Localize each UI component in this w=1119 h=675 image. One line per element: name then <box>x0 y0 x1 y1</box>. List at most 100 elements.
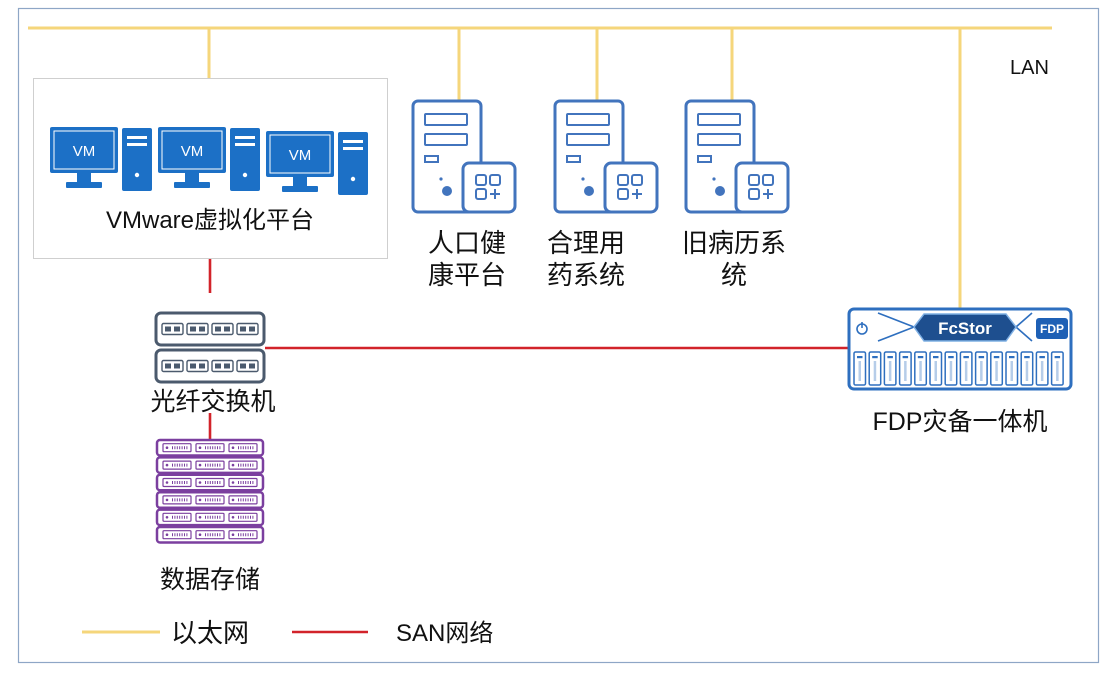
backup-appliance-icon: FcStor FDP <box>847 307 1073 391</box>
fiber-switch: 光纤交换机 <box>150 311 276 416</box>
switch-port-icon <box>211 322 234 336</box>
vm-monitor-icon <box>158 127 226 173</box>
switch-port-icon <box>211 359 234 373</box>
bay-handle <box>904 361 907 381</box>
vm-workstation-icon: VM <box>50 127 152 191</box>
switch-unit <box>154 311 266 347</box>
fdp-badge-text: FDP <box>1040 322 1064 336</box>
fdp-appliance: FcStor FDP FDP灾备一体机 <box>847 307 1073 436</box>
bay-handle <box>949 361 953 381</box>
data-storage-label: 数据存储 <box>160 566 260 594</box>
switch-port-icon <box>161 359 184 373</box>
application-server-icon <box>553 99 659 214</box>
appliance-bay-icon <box>974 351 988 386</box>
data-storage: 数据存储 <box>155 438 265 594</box>
appliance-bay-icon <box>868 351 882 386</box>
bay-led <box>902 356 909 359</box>
disk-led <box>231 533 235 536</box>
bay-handle <box>980 361 983 381</box>
application-server-icon <box>411 99 517 214</box>
appliance-bay-icon <box>990 351 1004 386</box>
fiber-switch-label: 光纤交换机 <box>150 388 275 416</box>
disk-led <box>198 516 202 519</box>
legend: 以太网 SAN网络 <box>82 618 493 648</box>
vm-workstation-icon: VM <box>158 127 260 191</box>
disk-led <box>231 463 235 467</box>
disk-led <box>165 516 169 519</box>
app-badge-icon <box>461 161 517 214</box>
disk-led <box>231 498 235 502</box>
bay-led <box>933 356 939 359</box>
appliance-bay-icon <box>1035 351 1049 386</box>
switch-port-icon <box>186 322 209 336</box>
port-led <box>190 363 196 369</box>
fiber-switch-icon <box>154 311 266 384</box>
bay-handle <box>888 361 892 381</box>
appliance-bay-icon <box>1050 351 1064 386</box>
port-led <box>165 363 171 369</box>
bay-handle <box>995 361 998 381</box>
bay-led <box>1054 356 1061 359</box>
disk-led <box>165 481 169 484</box>
appliance-bay-icon <box>898 351 912 386</box>
appliance-bay-icon <box>959 351 973 386</box>
switch-port-icon <box>186 359 209 373</box>
disk-led <box>198 446 202 450</box>
port-led <box>215 326 221 332</box>
appliance-bay-icon <box>944 351 958 386</box>
port-led <box>165 326 171 332</box>
port-led <box>249 326 255 332</box>
bay-handle <box>1010 361 1013 381</box>
bay-handle <box>1025 361 1029 381</box>
bay-handle <box>873 361 877 381</box>
storage-array-icon <box>155 438 265 544</box>
disk-led <box>198 533 202 536</box>
bay-led <box>857 356 863 359</box>
disk-led <box>231 446 235 450</box>
server-label-line: 药系统 <box>547 260 625 290</box>
legend-ethernet-label: 以太网 <box>171 618 249 648</box>
fcstor-banner <box>913 313 1017 342</box>
vmware-platform: VM VM VM <box>33 78 388 259</box>
switch-ports <box>161 322 259 373</box>
port-led <box>240 326 246 332</box>
vm-label: VM <box>181 143 204 160</box>
disk-led <box>198 481 202 484</box>
appliance-bay-icon <box>883 351 897 386</box>
appliance-bay-icon <box>853 351 867 386</box>
port-led <box>174 363 180 369</box>
lan-label: LAN <box>1010 57 1049 79</box>
app-badge-icon <box>734 161 790 214</box>
vm-monitor-icon <box>50 127 118 173</box>
disk-led <box>165 463 169 467</box>
application-server-icon <box>684 99 790 214</box>
fcstor-brand: FcStor <box>938 319 992 338</box>
bay-handle <box>964 361 968 381</box>
port-led <box>174 326 180 332</box>
port-led <box>240 363 246 369</box>
switch-port-icon <box>236 322 259 336</box>
server-2: 合理用 药系统 <box>547 99 659 290</box>
disk-led <box>231 516 235 519</box>
port-led <box>224 326 230 332</box>
san-links <box>208 258 849 439</box>
bay-handle <box>1056 361 1059 381</box>
legend-san-label: SAN网络 <box>396 620 493 647</box>
server-label-line: 合理用 <box>547 228 625 258</box>
port-led <box>224 363 230 369</box>
bay-led <box>963 356 969 359</box>
bay-led <box>887 356 893 359</box>
port-led <box>215 363 221 369</box>
vm-label: VM <box>289 147 312 164</box>
bay-handle <box>1040 361 1044 381</box>
bay-led <box>993 356 1000 359</box>
switch-port-icon <box>236 359 259 373</box>
bay-led <box>1009 356 1015 359</box>
bay-led <box>1039 356 1045 359</box>
vm-label: VM <box>73 143 96 160</box>
port-led <box>190 326 196 332</box>
fdp-badge <box>1036 318 1068 339</box>
vm-monitor-icon <box>266 131 334 177</box>
server-label-line: 统 <box>721 260 747 290</box>
